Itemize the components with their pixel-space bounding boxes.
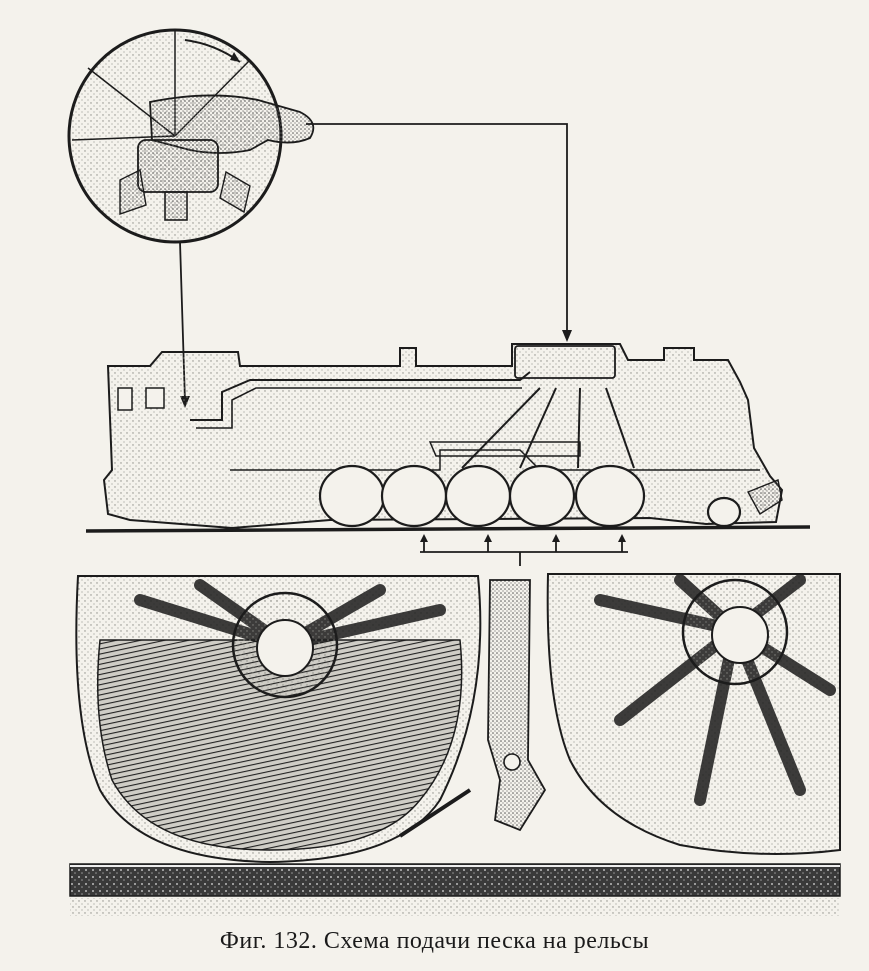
track-line bbox=[85, 525, 811, 533]
figure-caption: Фиг. 132. Схема подачи песка на рельсы bbox=[219, 928, 650, 954]
sand-manifold bbox=[420, 534, 628, 566]
driving-wheels bbox=[318, 464, 742, 528]
rail bbox=[69, 863, 841, 916]
arrowhead-right bbox=[562, 330, 572, 342]
enlarged-wheels bbox=[75, 573, 841, 864]
inset-valve-detail bbox=[67, 28, 315, 244]
